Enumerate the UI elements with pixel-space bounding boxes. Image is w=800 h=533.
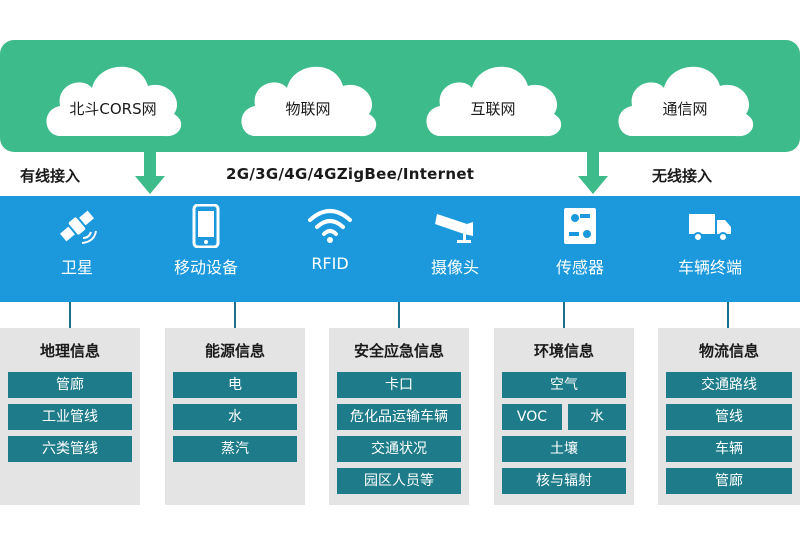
device-label: 传感器 (555, 258, 604, 277)
device-label: 摄像头 (430, 258, 479, 277)
category-item: 电 (173, 372, 297, 398)
category-item: 管廊 (8, 372, 132, 398)
device-label: 车辆终端 (677, 258, 742, 277)
category-item: 交通路线 (666, 372, 792, 398)
cloud-label: 北斗CORS网 (69, 100, 157, 118)
connector-line (727, 302, 729, 328)
satellite-icon (17, 204, 137, 248)
device-mobile: 移动设备 (146, 204, 266, 278)
category-safety: 安全应急信息 卡口 危化品运输车辆 交通状况 园区人员等 (329, 328, 469, 505)
mobile-phone-icon (146, 204, 266, 248)
connector-line (69, 302, 71, 328)
cloud-icon (46, 66, 182, 137)
category-title: 安全应急信息 (353, 342, 444, 360)
wired-access-label: 有线接入 (20, 167, 81, 185)
category-logistics: 物流信息 交通路线 管线 车辆 管廊 (658, 328, 800, 505)
category-item: 管廊 (666, 468, 792, 494)
wireless-access-label: 无线接入 (652, 167, 713, 185)
category-title: 环境信息 (533, 342, 594, 360)
cloud-label: 通信网 (662, 100, 708, 118)
cloud-icon (426, 66, 562, 137)
wifi-icon (270, 204, 390, 248)
cloud-icon (241, 66, 377, 137)
down-arrow-icon (578, 150, 608, 194)
category-item: 管线 (666, 404, 792, 430)
truck-icon (650, 204, 770, 248)
down-arrow-icon (135, 150, 165, 194)
device-sensor: 传感器 (520, 204, 640, 278)
category-environment: 环境信息 空气 VOC 水 土壤 核与辐射 (494, 328, 634, 505)
category-item: 水 (173, 404, 297, 430)
category-title: 物流信息 (698, 342, 759, 360)
sensor-icon (520, 204, 640, 248)
category-item: 危化品运输车辆 (337, 404, 461, 430)
category-item: 六类管线 (8, 436, 132, 462)
connector-line (563, 302, 565, 328)
cloud-iot: 物联网 (233, 48, 383, 146)
category-item: 水 (568, 404, 626, 430)
cloud-label: 物联网 (285, 100, 331, 118)
connector-line (234, 302, 236, 328)
connector-line (398, 302, 400, 328)
device-rfid: RFID (270, 204, 390, 273)
cloud-icon (618, 66, 754, 137)
category-item: 工业管线 (8, 404, 132, 430)
category-item: 空气 (502, 372, 626, 398)
device-vehicle-terminal: 车辆终端 (650, 204, 770, 278)
device-satellite: 卫星 (17, 204, 137, 278)
device-band (0, 196, 800, 302)
device-camera: 摄像头 (395, 204, 515, 278)
category-geo: 地理信息 管廊 工业管线 六类管线 (0, 328, 140, 505)
category-energy: 能源信息 电 水 蒸汽 (165, 328, 305, 505)
category-item: 卡口 (337, 372, 461, 398)
category-item: 园区人员等 (337, 468, 461, 494)
cloud-beidou-cors: 北斗CORS网 (38, 48, 188, 146)
category-item: 车辆 (666, 436, 792, 462)
category-item: VOC (502, 404, 562, 430)
category-item: 核与辐射 (502, 468, 626, 494)
protocols-label: 2G/3G/4G/4GZigBee/Internet (226, 165, 475, 183)
category-item: 蒸汽 (173, 436, 297, 462)
category-item: 交通状况 (337, 436, 461, 462)
camera-icon (395, 204, 515, 248)
device-label: 移动设备 (173, 258, 238, 277)
cloud-telecom: 通信网 (610, 48, 760, 146)
category-title: 地理信息 (39, 342, 100, 360)
cloud-label: 互联网 (470, 100, 516, 118)
device-label: 卫星 (60, 258, 93, 277)
category-title: 能源信息 (204, 342, 265, 360)
cloud-internet: 互联网 (418, 48, 568, 146)
category-item: 土壤 (502, 436, 626, 462)
device-label: RFID (311, 254, 349, 273)
